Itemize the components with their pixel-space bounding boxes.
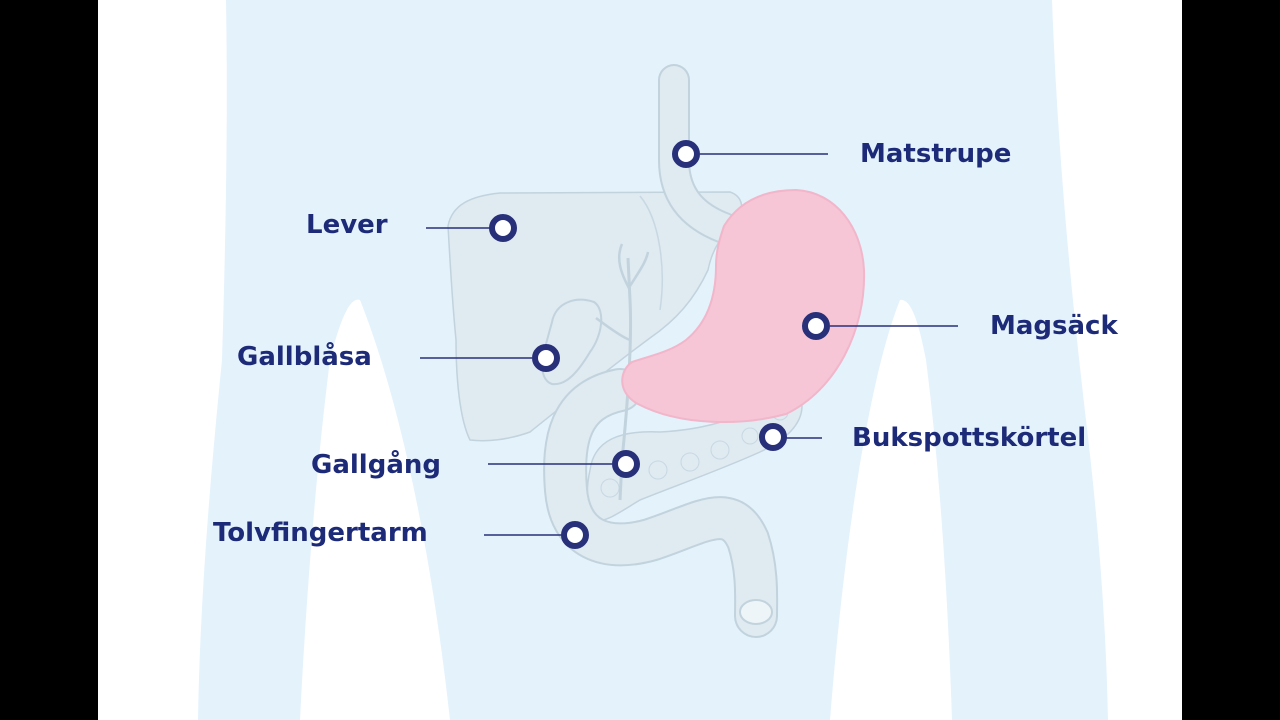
pancreas-lobule [741, 427, 759, 445]
esophagus-inner [660, 66, 738, 242]
pancreas-lobule [710, 440, 730, 460]
marker-lever[interactable] [489, 214, 517, 242]
stomach [621, 188, 866, 423]
label-magsack: Magsäck [990, 311, 1118, 341]
pancreas-lobule [648, 460, 668, 480]
marker-gallblasa[interactable] [532, 344, 560, 372]
cystic-duct [595, 316, 631, 342]
label-bukspottskortel: Bukspottskörtel [852, 423, 1087, 453]
liver-lobe-line [639, 195, 663, 311]
pancreas-lobule [680, 452, 700, 472]
label-lever: Lever [306, 210, 388, 240]
label-matstrupe: Matstrupe [860, 139, 1012, 169]
marker-gallgang[interactable] [612, 450, 640, 478]
marker-bukspottskortel[interactable] [759, 423, 787, 451]
marker-tolvfingertarm[interactable] [561, 521, 589, 549]
label-gallblasa: Gallblåsa [237, 342, 372, 372]
intestine-opening [739, 599, 773, 625]
marker-magsack[interactable] [802, 312, 830, 340]
marker-matstrupe[interactable] [672, 140, 700, 168]
bile-duct-branch [618, 243, 650, 291]
label-tolvfingertarm: Tolvfingertarm [213, 518, 428, 548]
duodenum-inner [545, 370, 777, 636]
pancreas-lobule [600, 478, 620, 498]
label-gallgang: Gallgång [311, 450, 441, 480]
